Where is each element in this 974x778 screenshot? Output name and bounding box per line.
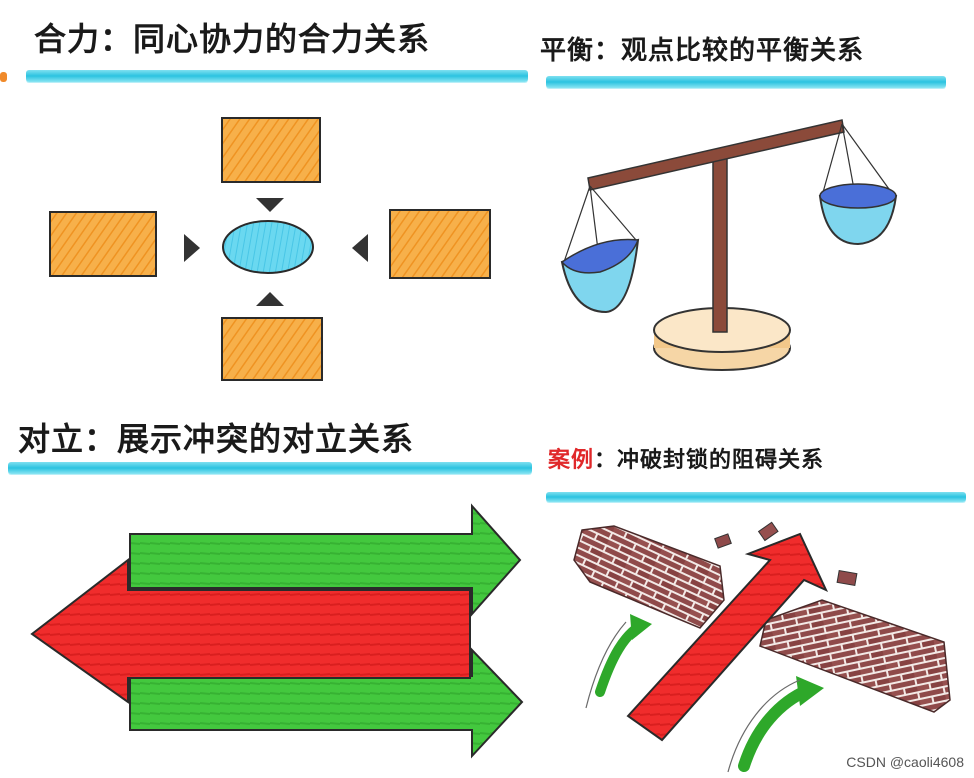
green-curve-arrow-right xyxy=(744,690,808,766)
brick-fragment xyxy=(759,522,778,540)
brick-fragment xyxy=(715,534,732,548)
brick-wall-icon xyxy=(574,526,724,628)
brick-fragment xyxy=(837,571,857,586)
watermark: CSDN @caoli4608 xyxy=(846,754,964,770)
